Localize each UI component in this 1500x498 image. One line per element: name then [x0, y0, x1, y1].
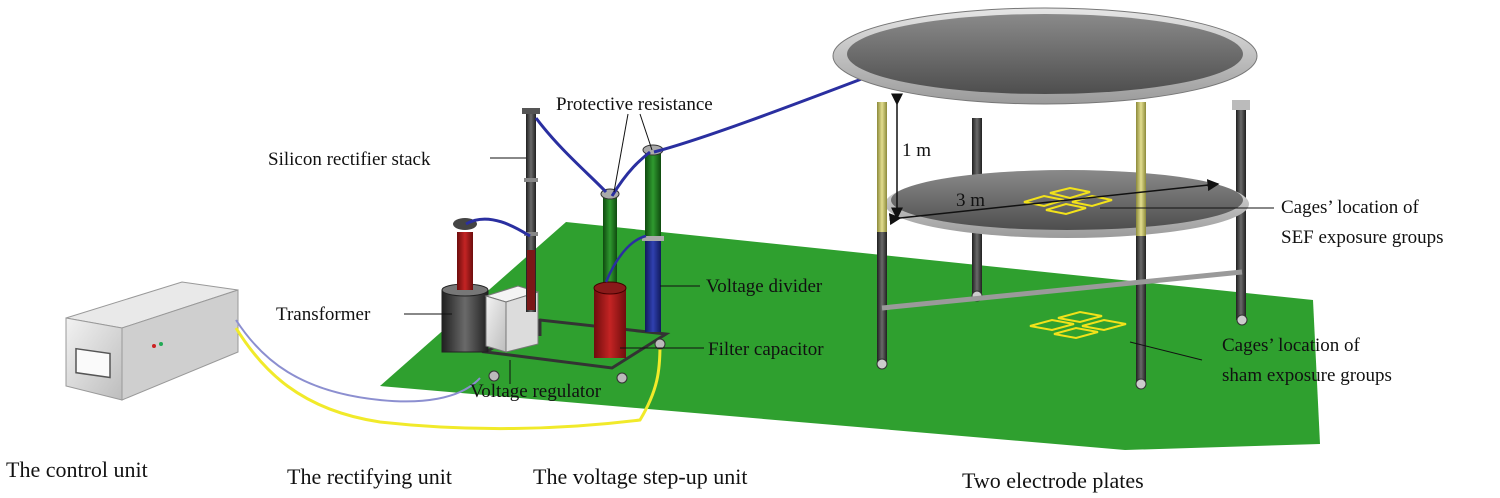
filter-capacitor-label: Filter capacitor [708, 339, 824, 360]
support-pole [877, 102, 887, 232]
voltage-divider-label: Voltage divider [706, 276, 823, 297]
support-pole [1136, 102, 1146, 236]
filter-capacitor [593, 281, 627, 358]
silicon-rectifier-stack-label: Silicon rectifier stack [268, 149, 431, 170]
hv-cable [465, 70, 881, 238]
step-up-unit-caption: The voltage step-up unit [533, 464, 747, 489]
transformer-label: Transformer [276, 304, 371, 325]
sef-cages-label-line2: SEF exposure groups [1281, 227, 1444, 248]
protective-resistance-column [600, 188, 620, 284]
plate-diameter-label: 3 m [956, 190, 985, 211]
support-pole [1136, 236, 1146, 382]
transformer [441, 218, 489, 353]
voltage-divider [642, 144, 664, 332]
plate-gap-label: 1 m [902, 140, 931, 161]
rectifying-unit-caption: The rectifying unit [287, 464, 452, 489]
control-unit-box [65, 281, 239, 401]
silicon-rectifier-stack [522, 108, 540, 312]
voltage-regulator [484, 285, 540, 353]
support-pole [877, 232, 887, 362]
yellow-cable [234, 327, 662, 431]
control-unit-caption: The control unit [6, 457, 148, 482]
electrode-plates-caption: Two electrode plates [962, 468, 1144, 493]
support-pole [1236, 108, 1246, 320]
sef-cages-label-line1: Cages’ location of [1281, 197, 1420, 218]
sham-cages-label-line2: sham exposure groups [1222, 365, 1392, 386]
sham-cage-markers [1029, 310, 1127, 340]
top-electrode-plate [832, 7, 1258, 105]
sham-cages-label-line1: Cages’ location of [1222, 335, 1361, 356]
diameter-dimension-arrow [888, 179, 1220, 226]
voltage-regulator-label: Voltage regulator [470, 381, 602, 402]
blue-cable-ground [235, 319, 481, 403]
protective-resistance-label: Protective resistance [556, 94, 713, 115]
